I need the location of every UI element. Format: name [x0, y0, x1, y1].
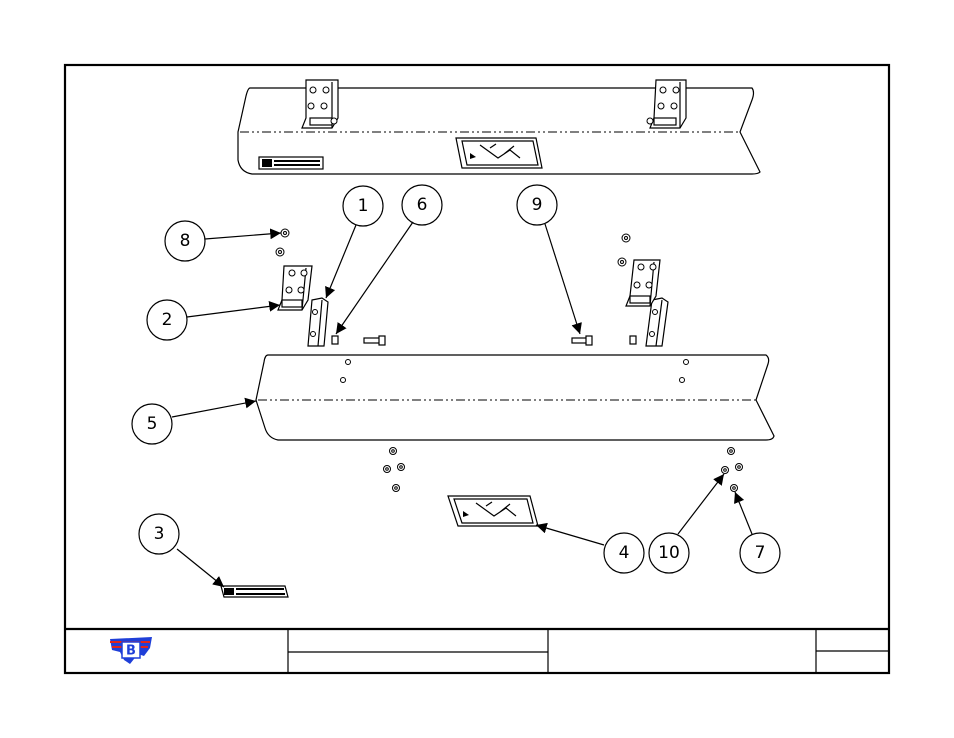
nut-right	[630, 336, 636, 344]
callout-1: 1	[343, 186, 383, 226]
callout-3: 3	[139, 514, 179, 554]
decal-item-4	[448, 496, 538, 526]
bolt-left	[364, 336, 385, 345]
mounting-plate-item-2	[278, 266, 312, 310]
company-logo: B	[110, 637, 152, 664]
callout-3-label: 3	[154, 524, 165, 544]
hardware-lower-left	[384, 448, 405, 492]
callout-8: 8	[165, 221, 205, 261]
callout-4: 4	[604, 533, 644, 573]
callout-6-label: 6	[417, 195, 428, 215]
bolt-item-9	[572, 336, 592, 345]
label-plate-item-3	[221, 586, 288, 597]
callout-8-label: 8	[180, 231, 191, 251]
callout-7: 7	[740, 533, 780, 573]
callout-1-label: 1	[358, 196, 369, 216]
callout-7-label: 7	[755, 543, 766, 563]
assembled-decal	[456, 138, 542, 168]
assembled-bracket	[238, 80, 760, 174]
callout-5: 5	[132, 404, 172, 444]
callout-9: 9	[517, 185, 557, 225]
title-block	[65, 629, 889, 673]
callout-2-label: 2	[162, 310, 173, 330]
callout-5-label: 5	[147, 414, 158, 434]
channel-bracket-item-5	[256, 355, 774, 440]
callout-10: 10	[649, 533, 689, 573]
spacer-bar-item-1	[308, 298, 328, 346]
callout-6: 6	[402, 185, 442, 225]
hardware-right-top	[618, 234, 630, 266]
callout-9-label: 9	[532, 195, 543, 215]
assembled-plate-left	[302, 80, 338, 128]
callout-2: 2	[147, 300, 187, 340]
callout-4-label: 4	[619, 543, 630, 563]
assembled-label-plate	[259, 157, 323, 169]
logo-letter: B	[126, 644, 136, 659]
nut-item-6	[332, 336, 338, 344]
callout-10-label: 10	[658, 543, 680, 563]
hardware-item-10-7	[722, 448, 743, 492]
